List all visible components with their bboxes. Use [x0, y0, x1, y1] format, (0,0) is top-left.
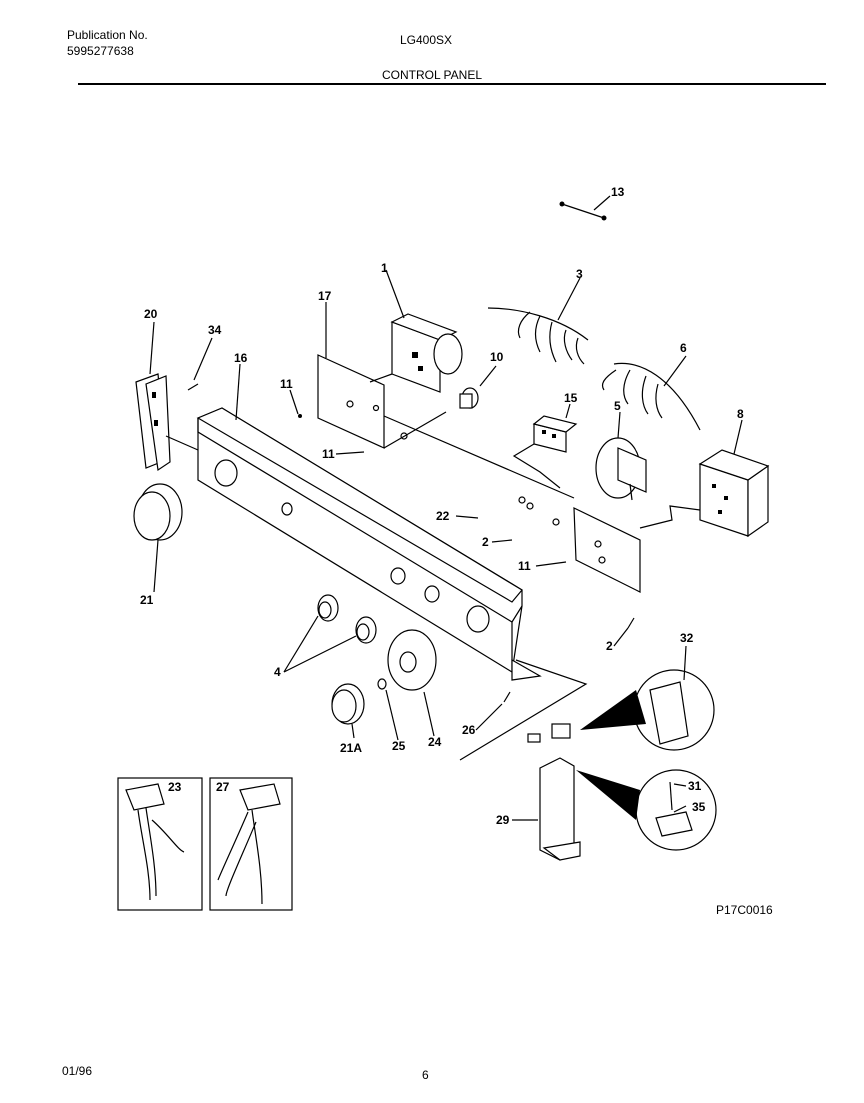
- callout-2-b: 2: [606, 639, 613, 653]
- callout-15: 15: [564, 391, 578, 405]
- callout-17: 17: [318, 289, 332, 303]
- callout-3: 3: [576, 267, 583, 281]
- push-switch: [459, 387, 479, 409]
- detail-35-circle: [576, 769, 717, 851]
- rear-bracket: [317, 354, 575, 499]
- callout-11-b: 11: [322, 447, 335, 461]
- leader-lines: [149, 195, 743, 821]
- callout-1: 1: [381, 261, 388, 275]
- callout-6: 6: [680, 341, 687, 355]
- left-bracket: [135, 373, 199, 472]
- control-box: [639, 449, 770, 538]
- footer-date: 01/96: [62, 1064, 93, 1078]
- callout-24: 31: [688, 779, 702, 793]
- callout-11-a: 11: [280, 377, 293, 391]
- large-knob-21: [133, 483, 183, 541]
- thermistor-13: [559, 201, 607, 221]
- callout-21: 21: [140, 593, 154, 607]
- knob-ring-4b: [355, 616, 377, 644]
- callout-21a: 21A: [340, 741, 362, 755]
- callout-labels: 13 1 3 17 20 34 6 10 16 11 15 5 8 11 22 …: [140, 185, 744, 827]
- header-rule: [78, 83, 826, 85]
- spring-clip-26: [377, 678, 387, 690]
- wire-harness-6: [601, 362, 701, 431]
- publication-number: 5995277638: [67, 44, 134, 58]
- screw-2b: [627, 617, 635, 629]
- end-bracket-31: [459, 659, 588, 861]
- dial-skirt-25: [387, 629, 437, 691]
- callout-26: 25: [392, 739, 406, 753]
- right-bracket: [518, 496, 641, 593]
- callout-8: 8: [737, 407, 744, 421]
- callout-10: 10: [490, 350, 504, 364]
- callout-22: 22: [436, 509, 450, 523]
- callout-31: 29: [496, 813, 510, 827]
- screw-27: [503, 691, 511, 703]
- publication-label: Publication No.: [67, 28, 148, 42]
- callout-25: 24: [428, 735, 442, 749]
- screw-11a: [298, 414, 302, 418]
- harness-inset-29: [209, 777, 293, 911]
- callout-20: 20: [144, 307, 158, 321]
- pressure-switch: [595, 437, 647, 501]
- selector-switch: [512, 415, 578, 489]
- callout-29: 27: [216, 780, 230, 794]
- knob-ring-4a: [317, 594, 339, 622]
- callout-5: 5: [614, 399, 621, 413]
- page-number: 6: [422, 1068, 429, 1082]
- callout-13: 13: [611, 185, 625, 199]
- callout-4: 4: [274, 665, 281, 679]
- knob-21a: [331, 683, 365, 725]
- callout-23: 23: [168, 780, 182, 794]
- detail-32-circle: [580, 669, 715, 751]
- model-number: LG400SX: [400, 33, 453, 47]
- callout-35: 35: [692, 800, 706, 814]
- wire-harness-3: [487, 307, 589, 365]
- callout-2-a: 2: [482, 535, 489, 549]
- callout-32: 32: [680, 631, 694, 645]
- callout-27: 26: [462, 723, 476, 737]
- harness-inset-23: [117, 777, 203, 911]
- control-panel-console: [196, 407, 542, 681]
- callout-16: 16: [234, 351, 248, 365]
- section-title: CONTROL PANEL: [382, 68, 483, 82]
- callout-34: 34: [208, 323, 222, 337]
- cycle-timer: [369, 313, 463, 393]
- screw-34: [187, 383, 199, 391]
- callout-11-c: 11: [518, 559, 531, 573]
- diagram-code: P17C0016: [716, 903, 773, 917]
